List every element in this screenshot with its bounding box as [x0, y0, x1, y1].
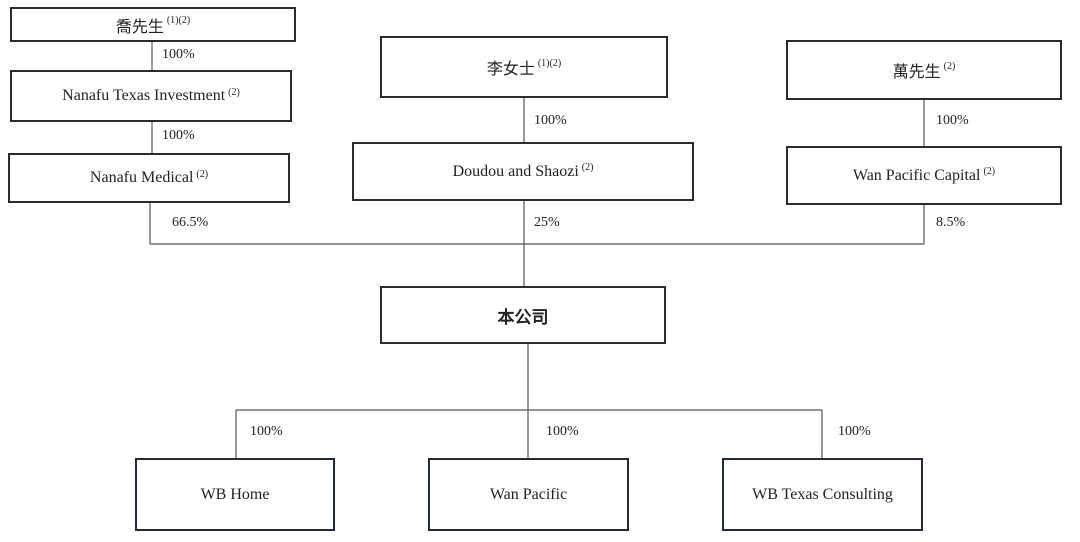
node-doudou-and-shaozi: Doudou and Shaozi(2) [352, 142, 694, 201]
node-doudou-and-shaozi-label: Doudou and Shaozi [452, 162, 579, 180]
pct-qiao-to-nanafu-texas: 100% [162, 47, 195, 62]
node-wan-mr-note: (2) [943, 60, 956, 72]
pct-capital-to-company: 8.5% [936, 215, 966, 230]
node-nanafu-medical-label: Nanafu Medical [89, 169, 194, 186]
node-nanafu-texas-investment: Nanafu Texas Investment(2) [10, 70, 292, 122]
node-wan-pacific-capital-note: (2) [983, 166, 996, 177]
node-wan-pacific: Wan Pacific [428, 458, 629, 531]
node-company-label: 本公司 [497, 307, 549, 328]
node-wb-texas-consulting: WB Texas Consulting [722, 458, 923, 531]
pct-medical-to-company: 66.5% [172, 215, 209, 230]
pct-li-to-doudou: 100% [534, 113, 567, 128]
node-wan-pacific-capital: Wan Pacific Capital(2) [786, 146, 1062, 205]
node-wan-pacific-capital-label: Wan Pacific Capital [852, 166, 981, 184]
node-wan-pacific-label: Wan Pacific [489, 485, 568, 503]
node-qiao-label: 喬先生 [115, 18, 164, 36]
node-qiao-note: (1)(2) [166, 15, 191, 26]
node-doudou-and-shaozi-note: (2) [581, 162, 594, 173]
pct-nanafu-texas-to-medical: 100% [162, 128, 195, 143]
node-nanafu-texas-investment-note: (2) [228, 86, 240, 98]
node-li-note: (1)(2) [537, 57, 562, 69]
node-wb-home: WB Home [135, 458, 335, 531]
node-wan-mr-label: 萬先生 [892, 64, 941, 81]
pct-doudou-to-company: 25% [534, 215, 560, 230]
node-company: 本公司 [380, 286, 666, 344]
node-nanafu-texas-investment-label: Nanafu Texas Investment [62, 87, 226, 104]
pct-company-to-wan-pacific: 100% [546, 424, 579, 439]
pct-company-to-wb-texas: 100% [838, 424, 871, 439]
node-li: 李女士(1)(2) [380, 36, 668, 98]
node-nanafu-medical: Nanafu Medical(2) [8, 153, 290, 203]
node-wb-home-label: WB Home [200, 485, 270, 503]
node-wb-texas-consulting-label: WB Texas Consulting [752, 485, 893, 503]
pct-company-to-wb-home: 100% [250, 424, 283, 439]
node-qiao: 喬先生(1)(2) [10, 7, 296, 42]
pct-wan-to-capital: 100% [936, 113, 969, 128]
node-wan-mr: 萬先生(2) [786, 40, 1062, 100]
node-nanafu-medical-note: (2) [196, 168, 209, 180]
node-li-label: 李女士 [486, 61, 535, 78]
